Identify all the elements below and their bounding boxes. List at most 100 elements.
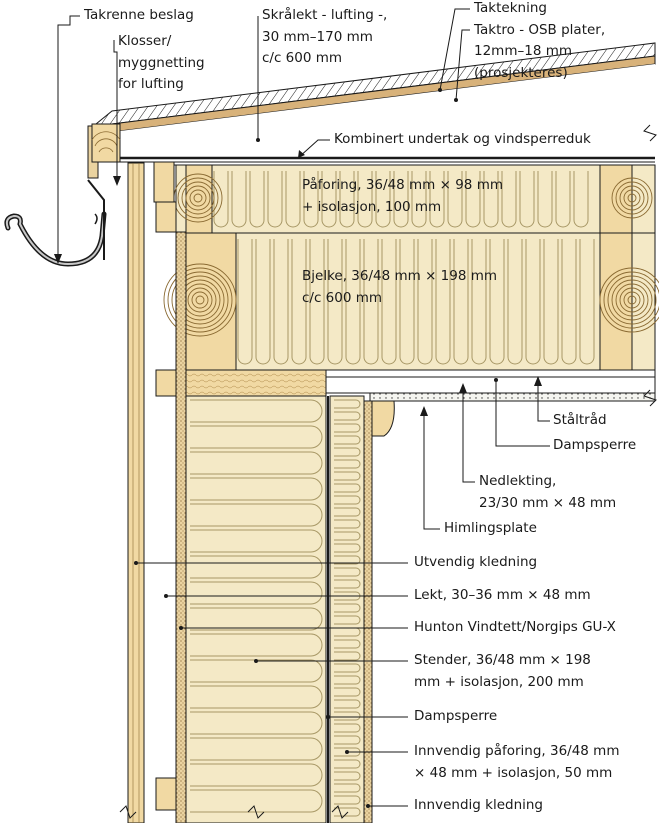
label-line: Hunton Vindtett/Norgips GU-X (414, 619, 616, 635)
insulation-wave (190, 659, 323, 683)
growth-ring (603, 271, 659, 329)
insulation-wave (334, 615, 361, 625)
insulation-wave (334, 423, 361, 433)
label-himlingsplate: Himlingsplate (444, 518, 537, 540)
label-lekt: Lekt, 30–36 mm × 48 mm (414, 585, 591, 607)
leader-lines (57, 8, 550, 807)
label-line: Nedlekting, (479, 473, 557, 489)
insulation-wave (411, 171, 427, 228)
insulation-wave (471, 239, 487, 365)
leader-taktekning (439, 8, 470, 91)
insulation-wave (190, 555, 323, 579)
label-klosser: Klosser/ myggnetting for lufting (118, 31, 205, 96)
label-line: Klosser/ (118, 33, 172, 49)
label-line: Utvendig kledning (414, 554, 538, 570)
growth-ring (627, 193, 637, 203)
insulation-wave (334, 699, 361, 709)
label-kombinert-undertak: Kombinert undertak og vindsperreduk (334, 129, 591, 151)
insulation-wave (447, 171, 463, 228)
insulation-wave (507, 239, 523, 365)
insulation-wave (334, 771, 361, 781)
label-bjelke: Bjelke, 36/48 mm × 198 mm c/c 600 mm (302, 266, 497, 309)
insulation-wave (334, 519, 361, 529)
insulation-wave (334, 459, 361, 469)
leader-takrenne (57, 15, 80, 262)
leader-taktro (455, 29, 470, 101)
insulation-wave (393, 171, 409, 228)
insulation-wave (190, 399, 323, 423)
insulation-wave (190, 451, 323, 475)
label-innvendig-paforing: Innvendig påforing, 36/48 mm × 48 mm + i… (414, 741, 620, 784)
insulation-wave (334, 579, 361, 589)
insulation-wave (334, 639, 361, 649)
label-hunton: Hunton Vindtett/Norgips GU-X (414, 617, 616, 639)
label-skralekt: Skrålekt - lufting -, 30 mm–170 mm c/c 6… (262, 5, 387, 70)
insulation-wave (334, 735, 361, 745)
insulation-wave (334, 411, 361, 421)
insulation-wave (555, 171, 571, 228)
gutter-bracket (87, 179, 105, 260)
insulation-wave (327, 239, 343, 365)
label-line: Taktro - OSB plater, (474, 21, 606, 38)
growth-ring (189, 189, 207, 207)
leader-klosser (113, 40, 118, 183)
growth-ring (195, 295, 205, 305)
wall-batten-top (155, 201, 177, 233)
insulation-wave (334, 663, 361, 673)
insulation-wave (213, 171, 229, 228)
interior-cladding (363, 400, 373, 823)
insulation-wave (190, 503, 323, 527)
insulation-wave (334, 675, 361, 685)
label-line: Dampsperre (414, 708, 498, 724)
insulation-wave (334, 399, 361, 409)
insulation-wave (381, 239, 397, 365)
insulation-wave (537, 171, 553, 228)
insulation-wave (334, 507, 361, 517)
growth-ring (171, 271, 229, 329)
wall-assembly (119, 124, 657, 823)
insulation-wave (465, 171, 481, 228)
insulation-wave (237, 239, 253, 365)
label-paforing: Påforing, 36/48 mm × 98 mm + isolasjon, … (302, 175, 503, 218)
label-line: Takrenne beslag (84, 7, 194, 23)
label-line: 12mm–18 mm (474, 43, 573, 59)
insulation-wave (561, 239, 577, 365)
label-nedlekting: Nedlekting, 23/30 mm × 48 mm (479, 471, 616, 514)
insulation-wave (334, 807, 361, 817)
insulation-wave (273, 239, 289, 365)
insulation-wave (417, 239, 433, 365)
label-dampsperre-vegg: Dampsperre (414, 706, 497, 728)
growth-ring (627, 295, 637, 305)
insulation-wave (190, 711, 323, 735)
growth-ring (611, 177, 653, 219)
label-line: Stender, 36/48 mm × 198 (414, 652, 591, 668)
insulation-wave (525, 239, 541, 365)
wind-barrier-board (175, 231, 187, 823)
stud-insulation (185, 395, 327, 823)
insulation-wave (334, 795, 361, 805)
label-takrenne-beslag: Takrenne beslag (84, 5, 194, 27)
growth-ring (177, 177, 219, 219)
insulation-wave (489, 239, 505, 365)
exterior-cladding (127, 162, 145, 823)
insulation-wave (190, 581, 323, 605)
insulation-wave (363, 239, 379, 365)
insulation-wave (255, 239, 271, 365)
growth-ring (611, 279, 653, 321)
ceiling-battens (325, 369, 656, 394)
growth-ring (619, 185, 645, 211)
wall-top-plate (185, 369, 327, 397)
label-stender: Stender, 36/48 mm × 198 mm + isolasjon, … (414, 650, 591, 693)
insulation-wave (321, 171, 337, 228)
roof-ventilation-gap (112, 64, 655, 157)
growth-ring (191, 291, 209, 309)
insulation-wave (334, 711, 361, 721)
label-line: Påforing, 36/48 mm × 98 mm (302, 177, 503, 193)
insulation-wave (375, 171, 391, 228)
roof-furring-insulation (175, 164, 656, 234)
label-taktekning: Taktekning Taktro - OSB plater, 12mm–18 … (474, 0, 605, 84)
insulation-wave (190, 477, 323, 501)
label-line: Bjelke, 36/48 mm × 198 mm (302, 268, 498, 284)
label-line: Skrålekt - lufting -, (262, 7, 388, 23)
insulation-wave (303, 171, 319, 228)
